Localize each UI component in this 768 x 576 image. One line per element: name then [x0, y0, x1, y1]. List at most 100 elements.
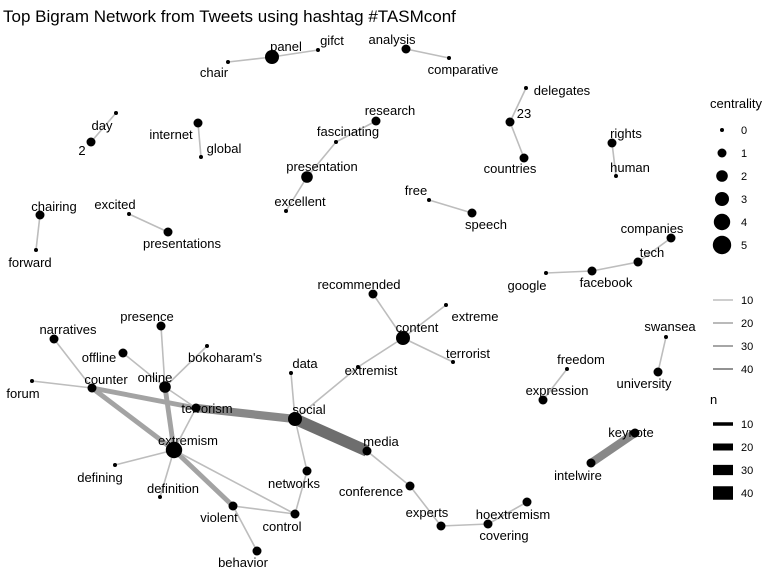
node-terrorist — [451, 360, 455, 364]
edge-extremist-content — [357, 337, 404, 368]
node-label-excellent: excellent — [274, 194, 326, 209]
node-label-experts: experts — [406, 505, 449, 520]
node-presence — [156, 321, 166, 331]
node-label-human: human — [610, 160, 650, 175]
node-excited — [127, 212, 131, 216]
node-label-speech: speech — [465, 217, 507, 232]
node-label-content: content — [396, 320, 439, 335]
edge-content-extreme — [402, 304, 447, 339]
node-violent — [228, 501, 238, 511]
legend-centrality-label-5: 5 — [741, 240, 747, 252]
edge-hoextremism-covering — [487, 501, 528, 525]
node-label-networks: networks — [268, 476, 321, 491]
edge-online-terrorism — [164, 386, 197, 409]
node-label-violent: violent — [200, 510, 238, 525]
edge-freedom-expression — [542, 368, 568, 401]
edge-intelwire-keynote — [588, 429, 638, 467]
node-chair — [226, 60, 230, 64]
node-intelwire — [586, 458, 596, 468]
node-label-social: social — [292, 402, 325, 417]
node-label-facebook: facebook — [580, 275, 633, 290]
edge-data-social — [290, 372, 296, 420]
node-experts — [436, 521, 446, 531]
node-panel — [265, 50, 279, 64]
legend-centrality-title: centrality — [710, 96, 763, 111]
legend-centrality-label-0: 0 — [741, 125, 747, 137]
edge-chairing-forward — [35, 214, 41, 251]
node-label-presence: presence — [120, 309, 173, 324]
node-content — [396, 331, 410, 345]
node-covering — [483, 519, 493, 529]
node-recommended — [368, 289, 378, 299]
node-control — [290, 509, 300, 519]
node-extremist — [356, 365, 360, 369]
node-forum — [30, 379, 34, 383]
edge-conference-experts — [409, 485, 442, 527]
node-label-control: control — [262, 519, 301, 534]
node-label-fascinating: fascinating — [317, 124, 379, 139]
chart-title: Top Bigram Network from Tweets using has… — [3, 7, 456, 26]
edge-presentation-excellent — [285, 176, 308, 212]
node-behavior — [252, 546, 262, 556]
node-label-rights: rights — [610, 126, 642, 141]
node-fascinating — [334, 140, 338, 144]
node-label-definition: definition — [147, 481, 199, 496]
node-day — [114, 111, 118, 115]
node-speech — [467, 208, 477, 218]
node-label-comparative: comparative — [428, 62, 499, 77]
node-label-chair: chair — [200, 65, 229, 80]
node-keynote — [630, 428, 640, 438]
node-conference — [405, 481, 415, 491]
node-label-intelwire: intelwire — [554, 468, 602, 483]
edge-rights-human — [611, 142, 617, 177]
node-label-free: free — [405, 183, 427, 198]
edge-violent-control — [232, 505, 296, 515]
node-label-recommended: recommended — [317, 277, 400, 292]
legend-n-label-10: 10 — [741, 419, 753, 431]
edge-terrorism-social — [195, 403, 296, 424]
edge-content-terrorist — [402, 337, 454, 363]
node-offline — [118, 348, 128, 358]
edge-violent-extremism — [172, 448, 235, 508]
node-label-google: google — [507, 278, 546, 293]
legend-centrality-label-1: 1 — [741, 148, 747, 160]
nodes-layer — [30, 44, 676, 556]
node-label-countries: countries — [484, 161, 537, 176]
node-extremism — [165, 441, 183, 459]
node-label-hoextremism: hoextremism — [476, 507, 550, 522]
edge-extremism-control — [173, 449, 296, 515]
edge-bokoharam-s-online — [164, 345, 208, 388]
node-label-presentation: presentation — [286, 159, 358, 174]
edge-chair-panel — [227, 56, 273, 63]
node-label-global: global — [207, 141, 242, 156]
node-label-online: online — [138, 370, 173, 385]
node-label-counter: counter — [84, 372, 128, 387]
node-label-chairing: chairing — [31, 199, 77, 214]
node-data — [289, 371, 293, 375]
legend-n-label-30: 30 — [741, 465, 753, 477]
edge-delegates-23 — [509, 87, 527, 123]
node-label-expression: expression — [526, 383, 589, 398]
edge-analysis-comparative — [405, 48, 450, 59]
legend-centrality-key-4 — [713, 213, 731, 231]
node-delegates — [524, 86, 528, 90]
node-label-university: university — [617, 376, 672, 391]
node-label-freedom: freedom — [557, 352, 605, 367]
edge-research-fascinating — [335, 120, 377, 143]
edge-recommended-content — [372, 293, 404, 339]
edge-offline-online — [122, 352, 166, 388]
node-research — [371, 116, 381, 126]
edge-excited-presentations — [128, 213, 169, 233]
node-label-analysis: analysis — [369, 32, 416, 47]
node-global — [199, 155, 203, 159]
node-label-offline: offline — [82, 350, 116, 365]
edge-narratives-counter — [53, 338, 93, 389]
node-label-companies: companies — [621, 221, 684, 236]
node-label-forum: forum — [6, 386, 39, 401]
edge-social-extremist — [294, 366, 359, 420]
